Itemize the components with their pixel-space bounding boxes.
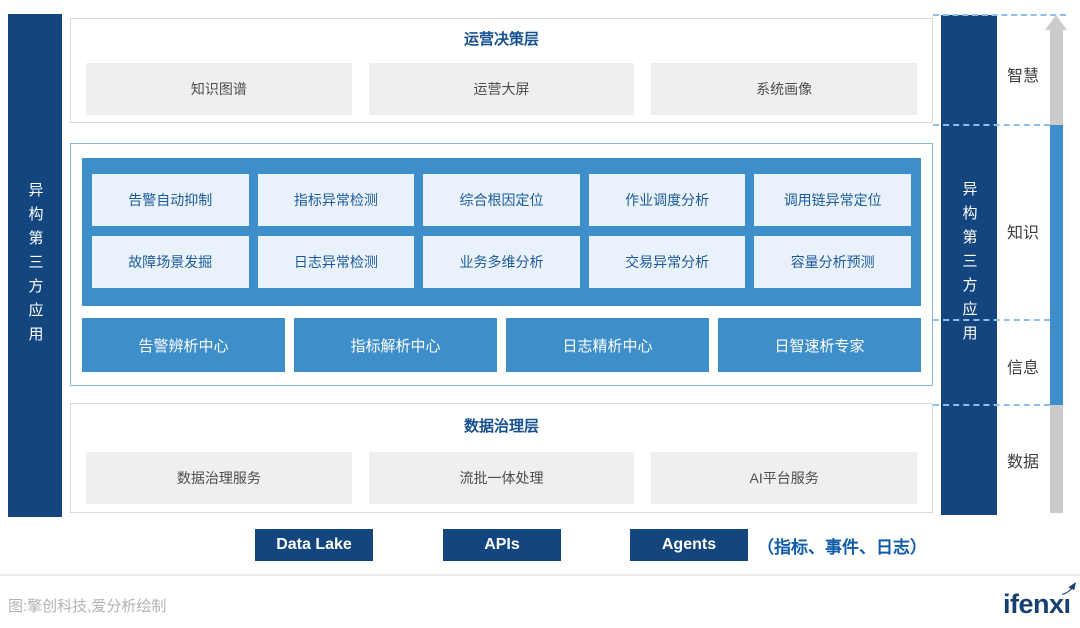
governance-item-ai-platform: AI平台服务 (651, 452, 917, 504)
dashed-separator-top (933, 14, 1066, 16)
governance-item-data-service: 数据治理服务 (86, 452, 352, 504)
center-metric-analysis: 指标解析中心 (294, 318, 497, 372)
arrow-shaft-blue (1050, 125, 1063, 405)
governance-layer-items: 数据治理服务 流批一体处理 AI平台服务 (71, 452, 932, 504)
axis-label-information: 信息 (1006, 360, 1039, 377)
center-alert-analysis: 告警辨析中心 (82, 318, 285, 372)
left-third-party-bar: 异构第三方应用 (8, 14, 62, 517)
capability-root-cause: 综合根因定位 (423, 174, 580, 226)
capability-business-analysis: 业务多维分析 (423, 236, 580, 288)
capability-alert-suppression: 告警自动抑制 (92, 174, 249, 226)
center-log-analysis: 日志精析中心 (506, 318, 709, 372)
capability-log-anomaly: 日志异常检测 (257, 236, 415, 288)
right-third-party-bar: 异构第三方应用 (941, 15, 997, 515)
governance-item-stream-batch: 流批一体处理 (368, 452, 635, 504)
governance-layer-title: 数据治理层 (463, 418, 539, 435)
decision-layer-items: 知识图谱 运营大屏 系统画像 (71, 63, 932, 115)
axis-label-data: 数据 (1006, 454, 1039, 471)
axis-label-wisdom: 智慧 (1006, 68, 1039, 85)
source-caption: 图:擎创科技,爱分析绘制 (8, 598, 167, 615)
decision-item-system-portrait: 系统画像 (651, 63, 917, 115)
arrow-shaft-gray-bottom (1050, 405, 1063, 513)
capability-fault-scenario: 故障场景发掘 (92, 236, 249, 288)
foundation-note: （指标、事件、日志） (757, 537, 927, 557)
data-lake-badge: Data Lake (255, 529, 373, 561)
ifenxi-logo: ifenxı (1003, 582, 1076, 620)
capability-capacity-forecast: 容量分析预测 (754, 236, 911, 288)
footer-divider (0, 574, 1080, 576)
ifenxi-logo-last-letter: ı (1061, 582, 1076, 620)
decision-item-knowledge-graph: 知识图谱 (86, 63, 352, 115)
analysis-centers-row: 告警辨析中心 指标解析中心 日志精析中心 日智速析专家 (82, 318, 921, 372)
dashed-separator-wisdom-knowledge (933, 124, 1050, 126)
decision-item-ops-dashboard: 运营大屏 (368, 63, 635, 115)
capability-metric-anomaly: 指标异常检测 (257, 174, 415, 226)
axis-label-knowledge: 知识 (1006, 225, 1039, 242)
arrow-shaft-gray-top (1050, 29, 1063, 125)
dashed-separator-knowledge-information (933, 319, 1050, 321)
center-expert-analysis: 日智速析专家 (718, 318, 921, 372)
capability-tracing-anomaly: 调用链异常定位 (754, 174, 911, 226)
decision-layer-title: 运营决策层 (463, 31, 539, 48)
agents-badge: Agents (630, 529, 748, 561)
apis-badge: APIs (443, 529, 561, 561)
logo-arrow-icon (1061, 582, 1076, 595)
right-bar-label: 异构第三方应用 (960, 181, 978, 349)
up-arrow-icon (1045, 15, 1067, 30)
aiops-layer-section: 告警自动抑制 指标异常检测 综合根因定位 作业调度分析 调用链异常定位 故障场景… (70, 143, 933, 386)
decision-layer-section: 运营决策层 知识图谱 运营大屏 系统画像 (70, 18, 933, 123)
governance-layer-section: 数据治理层 数据治理服务 流批一体处理 AI平台服务 (70, 403, 933, 513)
left-bar-label: 异构第三方应用 (26, 181, 44, 350)
dashed-separator-information-data (933, 404, 1050, 406)
ifenxi-logo-text: ifenx (1003, 589, 1064, 619)
capability-panel: 告警自动抑制 指标异常检测 综合根因定位 作业调度分析 调用链异常定位 故障场景… (82, 158, 921, 306)
capability-job-scheduling: 作业调度分析 (588, 174, 746, 226)
capability-transaction-anomaly: 交易异常分析 (588, 236, 746, 288)
